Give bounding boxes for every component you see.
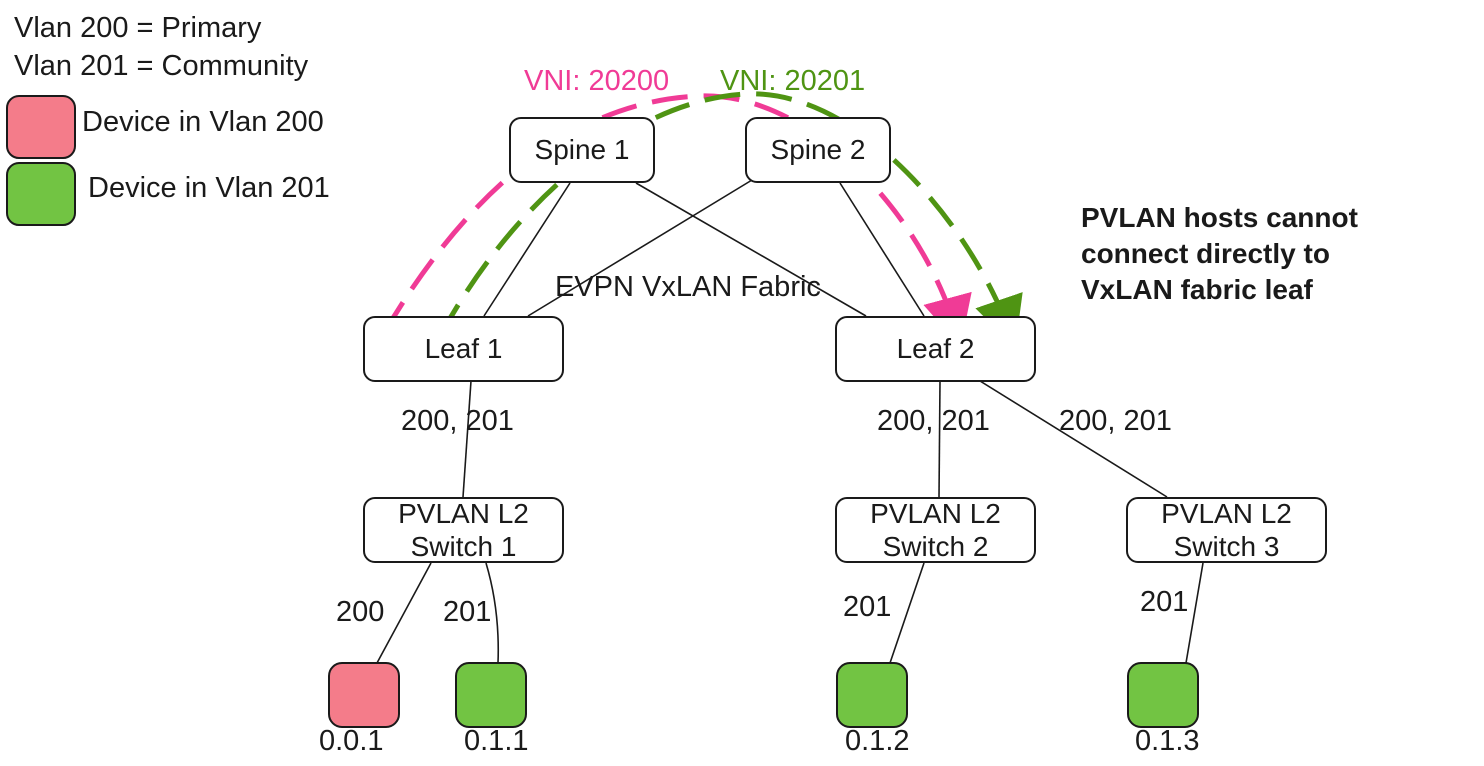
link-leaf1-switch1 bbox=[462, 380, 472, 498]
link-label-leaf1-switch1: 200, 201 bbox=[401, 405, 514, 437]
spine-1-node: Spine 1 bbox=[509, 117, 655, 183]
link-leaf2-switch2 bbox=[938, 380, 941, 498]
device-vlan201-host-3 bbox=[1127, 662, 1199, 728]
pvlan-note-line3: VxLAN fabric leaf bbox=[1081, 274, 1313, 305]
legend-device-vlan201: Device in Vlan 201 bbox=[88, 172, 330, 204]
spine-2-label: Spine 2 bbox=[770, 134, 866, 166]
pvlan-switch-1-line1: PVLAN L2 bbox=[398, 497, 529, 529]
fabric-label: EVPN VxLAN Fabric bbox=[555, 271, 821, 303]
pvlan-note: PVLAN hosts cannot connect directly to V… bbox=[1081, 200, 1358, 308]
vni-20201-label: VNI: 20201 bbox=[720, 65, 866, 97]
legend-swatch-vlan201 bbox=[6, 162, 76, 226]
device-vlan200-host bbox=[328, 662, 400, 728]
link-spine2-leaf2 bbox=[839, 182, 925, 317]
link-spine1-leaf1 bbox=[483, 182, 571, 317]
pvlan-note-line1: PVLAN hosts cannot bbox=[1081, 202, 1358, 233]
pvlan-switch-2-line1: PVLAN L2 bbox=[870, 497, 1001, 529]
link-spine1-leaf2 bbox=[635, 182, 867, 317]
link-switch2-device3 bbox=[889, 562, 925, 664]
leaf-1-label: Leaf 1 bbox=[424, 333, 503, 365]
link-label-switch3-device4: 201 bbox=[1140, 586, 1189, 618]
fabric-links bbox=[376, 179, 1204, 664]
link-switch1-device2 bbox=[485, 562, 500, 664]
link-leaf2-switch3 bbox=[979, 380, 1168, 498]
vni-20200-label: VNI: 20200 bbox=[524, 65, 670, 97]
pvlan-switch-3-node: PVLAN L2 Switch 3 bbox=[1126, 497, 1327, 563]
leaf-1-node: Leaf 1 bbox=[363, 316, 564, 382]
link-label-switch1-device2: 201 bbox=[443, 596, 492, 628]
device-2-address: 0.1.1 bbox=[464, 725, 529, 757]
legend-vlan-primary: Vlan 200 = Primary bbox=[14, 12, 262, 44]
device-4-address: 0.1.3 bbox=[1135, 725, 1200, 757]
link-spine2-leaf1 bbox=[527, 179, 753, 317]
legend-swatch-vlan200 bbox=[6, 95, 76, 159]
leaf-2-label: Leaf 2 bbox=[896, 333, 975, 365]
link-label-leaf2-switch3: 200, 201 bbox=[1059, 405, 1172, 437]
spine-2-node: Spine 2 bbox=[745, 117, 891, 183]
device-vlan201-host-2 bbox=[836, 662, 908, 728]
pvlan-note-line2: connect directly to bbox=[1081, 238, 1330, 269]
device-3-address: 0.1.2 bbox=[845, 725, 910, 757]
link-label-leaf2-switch2: 200, 201 bbox=[877, 405, 990, 437]
link-switch3-device4 bbox=[1185, 562, 1204, 664]
legend-vlan-community: Vlan 201 = Community bbox=[14, 50, 309, 82]
link-label-switch1-device1: 200 bbox=[336, 596, 385, 628]
link-switch1-device1 bbox=[376, 562, 432, 664]
pvlan-switch-2-line2: Switch 2 bbox=[882, 531, 989, 562]
legend-device-vlan200: Device in Vlan 200 bbox=[82, 106, 324, 138]
pvlan-switch-1-node: PVLAN L2 Switch 1 bbox=[363, 497, 564, 563]
link-label-switch2-device3: 201 bbox=[843, 591, 892, 623]
spine-1-label: Spine 1 bbox=[534, 134, 630, 166]
pvlan-switch-1-line2: Switch 1 bbox=[410, 531, 517, 562]
device-vlan201-host-1 bbox=[455, 662, 527, 728]
device-1-address: 0.0.1 bbox=[319, 725, 384, 757]
pvlan-switch-2-node: PVLAN L2 Switch 2 bbox=[835, 497, 1036, 563]
leaf-2-node: Leaf 2 bbox=[835, 316, 1036, 382]
pvlan-switch-3-line1: PVLAN L2 bbox=[1161, 497, 1292, 529]
vni-20200-flow-arrow bbox=[381, 93, 972, 347]
pvlan-switch-3-line2: Switch 3 bbox=[1173, 531, 1280, 562]
